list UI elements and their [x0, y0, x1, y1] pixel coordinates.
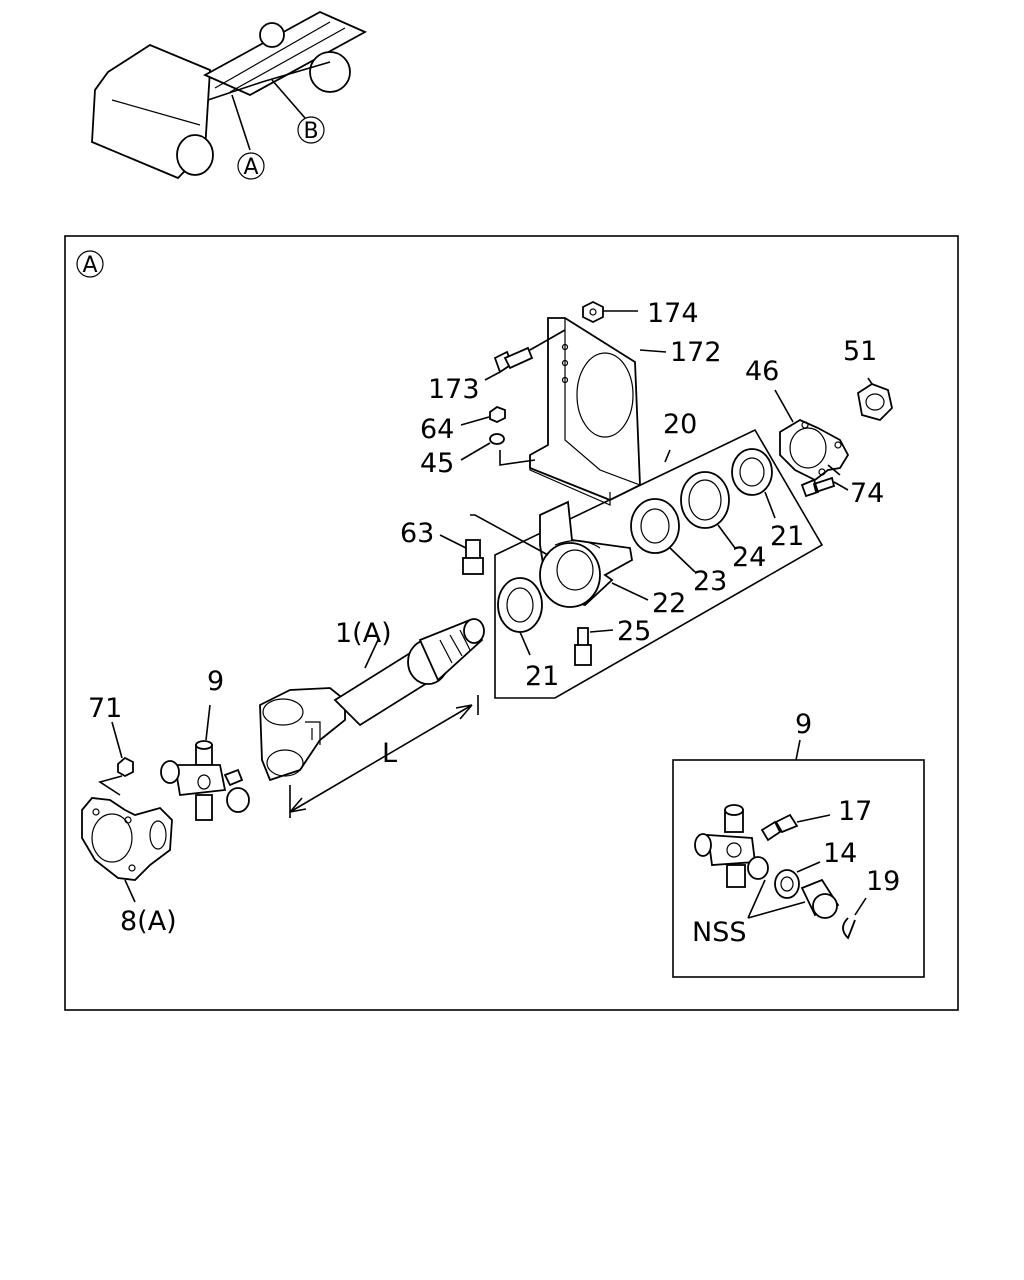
label-1a: 1(A): [335, 618, 392, 649]
truck-overview: A B: [91, 10, 368, 180]
part-71-nut: [117, 756, 134, 778]
dimension-l: [289, 695, 479, 818]
label-71: 71: [88, 693, 122, 724]
part-46-flange: [779, 418, 850, 482]
part-25-stud: [574, 627, 592, 666]
label-8a: 8(A): [120, 906, 177, 937]
inset-9-frame: [672, 759, 925, 978]
part-64-nut: [489, 405, 506, 423]
inset-spider: [694, 804, 769, 888]
label-45: 45: [420, 448, 454, 479]
label-64: 64: [420, 414, 454, 445]
label-23: 23: [693, 566, 727, 597]
part-22-support: [539, 500, 633, 608]
label-dimension-l: L: [382, 738, 397, 769]
label-173: 173: [428, 374, 480, 405]
group-20-outline: [494, 428, 824, 699]
part-bearing-cup: [800, 878, 840, 919]
label-19: 19: [866, 866, 900, 897]
label-74: 74: [850, 478, 884, 509]
part-14-seal: [774, 869, 800, 899]
part-174-nut: [582, 300, 604, 324]
part-9-spider: [160, 740, 250, 821]
label-24: 24: [732, 542, 766, 573]
part-8-flange: [81, 797, 173, 881]
part-45-washer: [489, 433, 505, 445]
part-19-snap-ring: [842, 917, 856, 940]
label-17: 17: [838, 796, 872, 827]
label-63: 63: [400, 518, 434, 549]
part-17-fitting: [760, 813, 799, 842]
label-21-left: 21: [525, 661, 559, 692]
label-51: 51: [843, 336, 877, 367]
bracket-172: [529, 317, 641, 506]
label-174: 174: [647, 298, 699, 329]
part-1-shaft: [259, 618, 485, 782]
main-panel-frame: [64, 235, 959, 1011]
label-22: 22: [652, 588, 686, 619]
label-172: 172: [670, 337, 722, 368]
label-20: 20: [663, 409, 697, 440]
inset-9-title: 9: [795, 709, 812, 740]
callout-b-label: B: [303, 119, 318, 144]
section-marker: A: [82, 253, 97, 278]
part-23-bearing: [630, 498, 680, 554]
label-25: 25: [617, 616, 651, 647]
part-21-seal-right: [731, 448, 773, 496]
part-74-bolt: [800, 476, 836, 498]
part-173-bolt: [493, 346, 534, 374]
part-21-seal-left: [497, 577, 543, 633]
part-51-nut: [857, 382, 893, 422]
label-nss: NSS: [692, 917, 746, 948]
label-21-right: 21: [770, 521, 804, 552]
label-9: 9: [207, 666, 224, 697]
label-14: 14: [823, 838, 857, 869]
part-63-bolt: [462, 539, 484, 575]
label-46: 46: [745, 356, 779, 387]
callout-a-label: A: [243, 155, 258, 180]
